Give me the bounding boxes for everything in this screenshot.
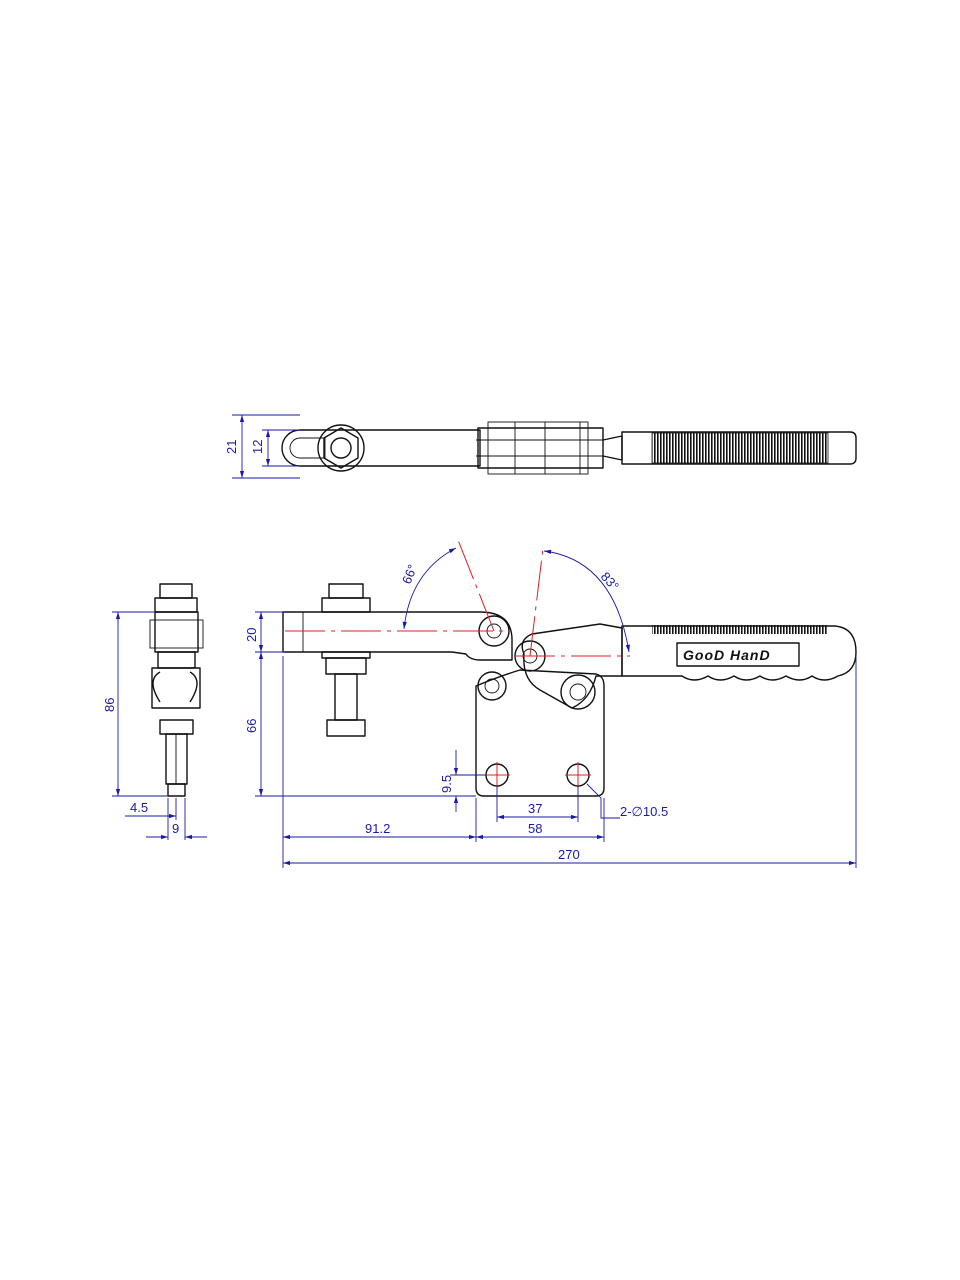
centerline-arm-open <box>457 539 495 632</box>
brand-logo-text: GooD HanD <box>683 647 771 663</box>
front-handle <box>621 625 857 681</box>
side-pivot-lobe-left <box>152 671 161 703</box>
front-dim-9-5: 9.5 <box>439 775 454 793</box>
front-arm <box>282 611 513 661</box>
front-link-lower-hole <box>569 683 587 701</box>
front-bolt-shaft <box>334 673 358 721</box>
top-linkage-pins <box>487 421 589 475</box>
side-spindle <box>165 733 188 785</box>
angle-arm-label: 66° <box>399 562 420 586</box>
side-dim-86: 86 <box>102 698 117 712</box>
front-link <box>521 623 623 709</box>
top-hex-nut <box>323 427 359 469</box>
side-bottom-nut <box>159 719 194 735</box>
side-arm-block <box>154 611 199 653</box>
hole-callout-leader <box>586 783 620 819</box>
front-bolt-lower-washer <box>321 651 371 659</box>
top-handle-grip <box>651 432 829 464</box>
front-dim-91-2: 91.2 <box>365 821 390 836</box>
side-top-nut <box>159 583 193 599</box>
centerline-handle-open <box>529 547 544 657</box>
front-bolt-lower-nut <box>325 657 367 675</box>
side-pivot-lobe <box>189 671 198 703</box>
hole-callout: 2-∅10.5 <box>620 804 668 819</box>
front-bolt-bottom-nut <box>326 719 366 737</box>
front-dim-20: 20 <box>244 628 259 642</box>
front-dim-37: 37 <box>528 801 542 816</box>
front-dim-58: 58 <box>528 821 542 836</box>
front-view: GooD HanD 66° 83° 20 66 9.5 37 <box>244 539 857 868</box>
front-handle-grip <box>652 625 828 634</box>
side-arm-inner <box>149 619 204 649</box>
side-dim-4-5: 4.5 <box>130 800 148 815</box>
top-dim-21: 21 <box>224 440 239 454</box>
top-arm-outline <box>281 429 481 467</box>
top-nut-washer <box>317 424 365 472</box>
brand-plate <box>676 642 800 667</box>
top-arm-slot <box>289 437 326 459</box>
front-lower-pivot-hole <box>484 678 500 694</box>
angle-arc-handle <box>543 549 630 653</box>
top-handle-neck <box>602 435 623 461</box>
front-bolt-upper-washer <box>321 597 371 613</box>
front-base-plate <box>475 669 605 797</box>
front-dim-270: 270 <box>558 847 580 862</box>
top-dim-12: 12 <box>250 440 265 454</box>
side-dim-9: 9 <box>172 821 179 836</box>
side-body <box>151 667 201 709</box>
front-lower-pivot <box>477 671 507 701</box>
top-view: 21 12 <box>224 414 857 479</box>
side-view: 86 4.5 9 <box>102 583 207 840</box>
top-handle <box>621 431 857 465</box>
angle-handle-label: 83° <box>598 569 622 594</box>
front-dim-66: 66 <box>244 719 259 733</box>
side-lower-nut <box>157 651 196 669</box>
top-linkage-body <box>477 427 604 469</box>
top-spindle-end <box>330 437 352 459</box>
front-link-lower-boss <box>560 674 596 710</box>
front-bolt-top-nut <box>328 583 364 599</box>
side-upper-washer <box>154 597 198 613</box>
angle-arc-arm <box>402 547 457 630</box>
side-spindle-tip <box>167 783 186 797</box>
